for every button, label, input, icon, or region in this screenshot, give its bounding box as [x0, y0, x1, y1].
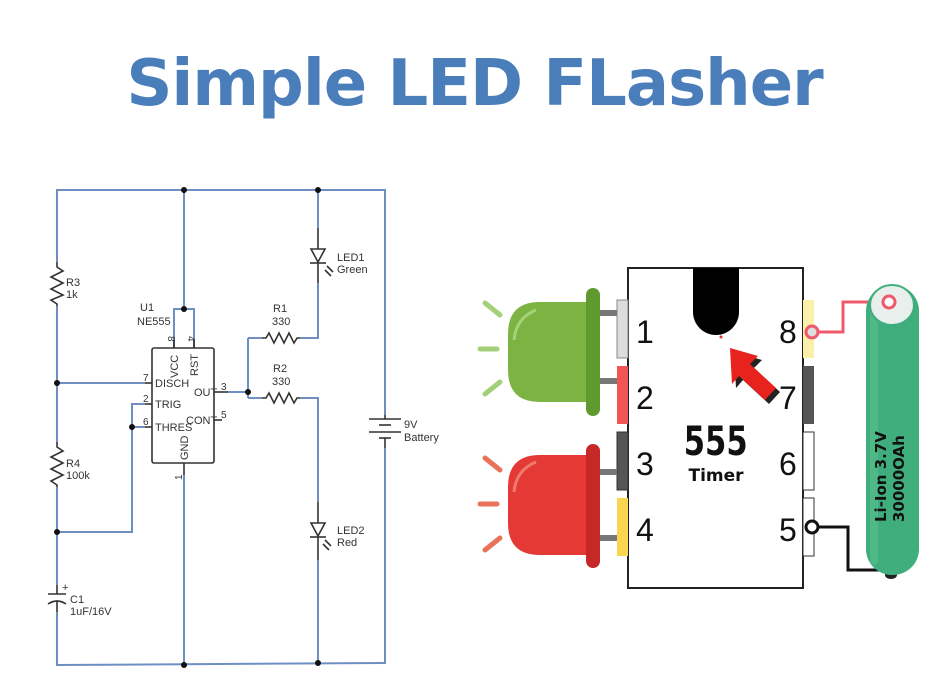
pin-num-1: 1	[174, 474, 185, 480]
wire-pin5-negative	[812, 525, 885, 572]
led2-ref: LED2	[337, 525, 365, 537]
led1-symbol: LED1 Green	[309, 228, 368, 283]
resistor-r1: R1 330	[262, 303, 300, 345]
chip-pin-label-7: 7	[779, 380, 797, 416]
junction-dot	[315, 187, 321, 193]
pin-name-gnd: GND	[179, 436, 191, 461]
chip-label: 555	[684, 418, 748, 464]
wire-bottom-rail	[56, 448, 386, 667]
wire-vcc-rst-bridge	[173, 308, 195, 348]
page-title: Simple LED FLasher	[126, 47, 823, 121]
chip-pin-label-5: 5	[779, 512, 797, 548]
ic-u1: U1 NE555 8 4 7 2 6 3 5 1 VCC RST DISCH T…	[137, 302, 228, 480]
junction-dot	[181, 187, 187, 193]
pin1-marker-dot	[719, 335, 723, 339]
capacitor-c1: + C1 1uF/16V	[47, 582, 112, 618]
chip-pin-label-6: 6	[779, 446, 797, 482]
pin-name-vcc: VCC	[169, 355, 181, 378]
pin-pad-2	[617, 366, 628, 424]
c1-ref: C1	[70, 594, 84, 606]
pin-num-7: 7	[143, 373, 149, 384]
chip-sublabel: Timer	[688, 466, 744, 486]
pin-name-thres: THRES	[155, 422, 192, 434]
pin-name-out: OUT	[194, 387, 218, 399]
junction-dot	[54, 380, 60, 386]
wire-top-rail	[56, 189, 386, 415]
chip-notch	[693, 268, 739, 335]
pin-num-4: 4	[185, 336, 196, 342]
battery-9v-symbol: 9V Battery	[369, 415, 439, 448]
pin-num-2: 2	[143, 394, 149, 405]
chip-pin-label-2: 2	[636, 380, 654, 416]
c1-value: 1uF/16V	[70, 606, 112, 618]
chip-pin-label-8: 8	[779, 314, 797, 350]
pin-pad-7	[803, 366, 814, 424]
chip-pin-label-3: 3	[636, 446, 654, 482]
green-led-icon	[477, 288, 617, 416]
wire-r2-led2	[300, 397, 319, 502]
junction-dot	[245, 389, 251, 395]
junction-dot	[181, 306, 187, 312]
pin-pad-1	[616, 299, 629, 359]
junction-dot	[129, 424, 135, 430]
r1-value: 330	[272, 316, 290, 328]
chip-pin-label-4: 4	[636, 512, 654, 548]
r3-ref: R3	[66, 277, 80, 289]
pin-pad-4	[617, 498, 628, 556]
led2-symbol: LED2 Red	[309, 502, 365, 560]
wires	[56, 189, 386, 667]
r4-value: 100k	[66, 470, 90, 482]
pin-name-disch: DISCH	[155, 378, 189, 390]
pin8-connector-icon	[804, 324, 820, 340]
u1-part: NE555	[137, 316, 171, 328]
r4-ref: R4	[66, 458, 80, 470]
red-arrow-icon	[730, 348, 780, 404]
pin-num-3: 3	[221, 382, 227, 393]
pin-pad-6	[802, 431, 815, 491]
pin-num-5: 5	[221, 410, 227, 421]
schematic: R3 1k R4 100k + C1 1uF/16V U1 NE555	[47, 187, 439, 668]
c1-polarity: +	[62, 582, 68, 594]
pin-name-trig: TRIG	[155, 399, 181, 411]
resistor-r3: R3 1k	[49, 262, 80, 306]
battery-voltage: 9V	[404, 419, 418, 431]
cell-spec-line1: Li-Ion 3.7V	[872, 431, 890, 522]
li-ion-cell-icon: Li-Ion 3.7V 30000OAh	[866, 284, 919, 579]
chip-pin-label-1: 1	[636, 314, 654, 350]
r2-ref: R2	[273, 363, 287, 375]
pin-name-rst: RST	[189, 354, 201, 376]
pin-num-8: 8	[165, 336, 176, 342]
resistor-r2: R2 330	[262, 363, 300, 405]
pictorial: 555 Timer 1 2 3 4 8 7 6 5	[477, 267, 919, 589]
wire-trig-thres	[57, 403, 145, 533]
r1-ref: R1	[273, 303, 287, 315]
pin5-connector-icon	[804, 519, 820, 535]
battery-label: Battery	[404, 432, 439, 444]
junction-dot	[181, 662, 187, 668]
junctions	[54, 187, 321, 668]
u1-ref: U1	[140, 302, 154, 314]
resistor-r4: R4 100k	[49, 442, 90, 487]
junction-dot	[315, 660, 321, 666]
junction-dot	[54, 529, 60, 535]
r3-value: 1k	[66, 289, 78, 301]
red-led-icon	[477, 444, 617, 568]
pin-name-cont: CONT	[186, 415, 217, 427]
r2-value: 330	[272, 376, 290, 388]
led1-ref: LED1	[337, 252, 365, 264]
led1-color: Green	[337, 264, 368, 276]
pin-pad-3	[616, 431, 629, 491]
cell-spec-line2: 30000OAh	[890, 435, 908, 522]
pin-num-6: 6	[143, 417, 149, 428]
wire-pin8-positive	[812, 300, 889, 334]
led2-color: Red	[337, 537, 357, 549]
wire-r1-led1	[300, 283, 319, 339]
